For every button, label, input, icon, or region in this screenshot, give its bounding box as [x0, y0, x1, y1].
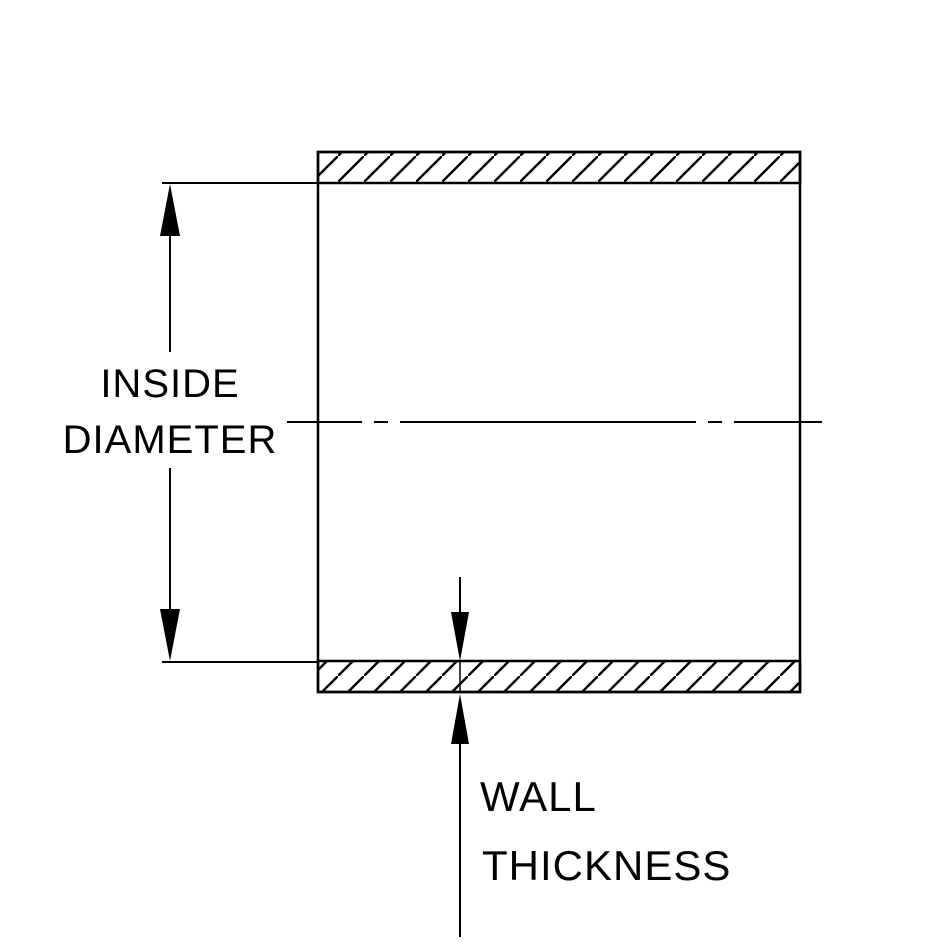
arrow-down-icon: [451, 612, 469, 661]
bottom-wall-hatch: [316, 659, 802, 694]
inside-diameter-dimension: [160, 182, 318, 663]
arrow-up-icon: [451, 694, 469, 744]
top-wall-hatch: [316, 150, 802, 185]
arrow-up-icon: [160, 184, 180, 236]
wall-thickness-label-line2: THICKNESS: [482, 842, 732, 889]
inside-diameter-label-line2: DIAMETER: [62, 418, 278, 462]
wall-thickness-dimension: [451, 577, 469, 937]
inside-diameter-label-line1: INSIDE: [100, 362, 240, 406]
arrow-down-icon: [160, 609, 180, 661]
wall-thickness-label-line1: WALL: [480, 773, 597, 820]
